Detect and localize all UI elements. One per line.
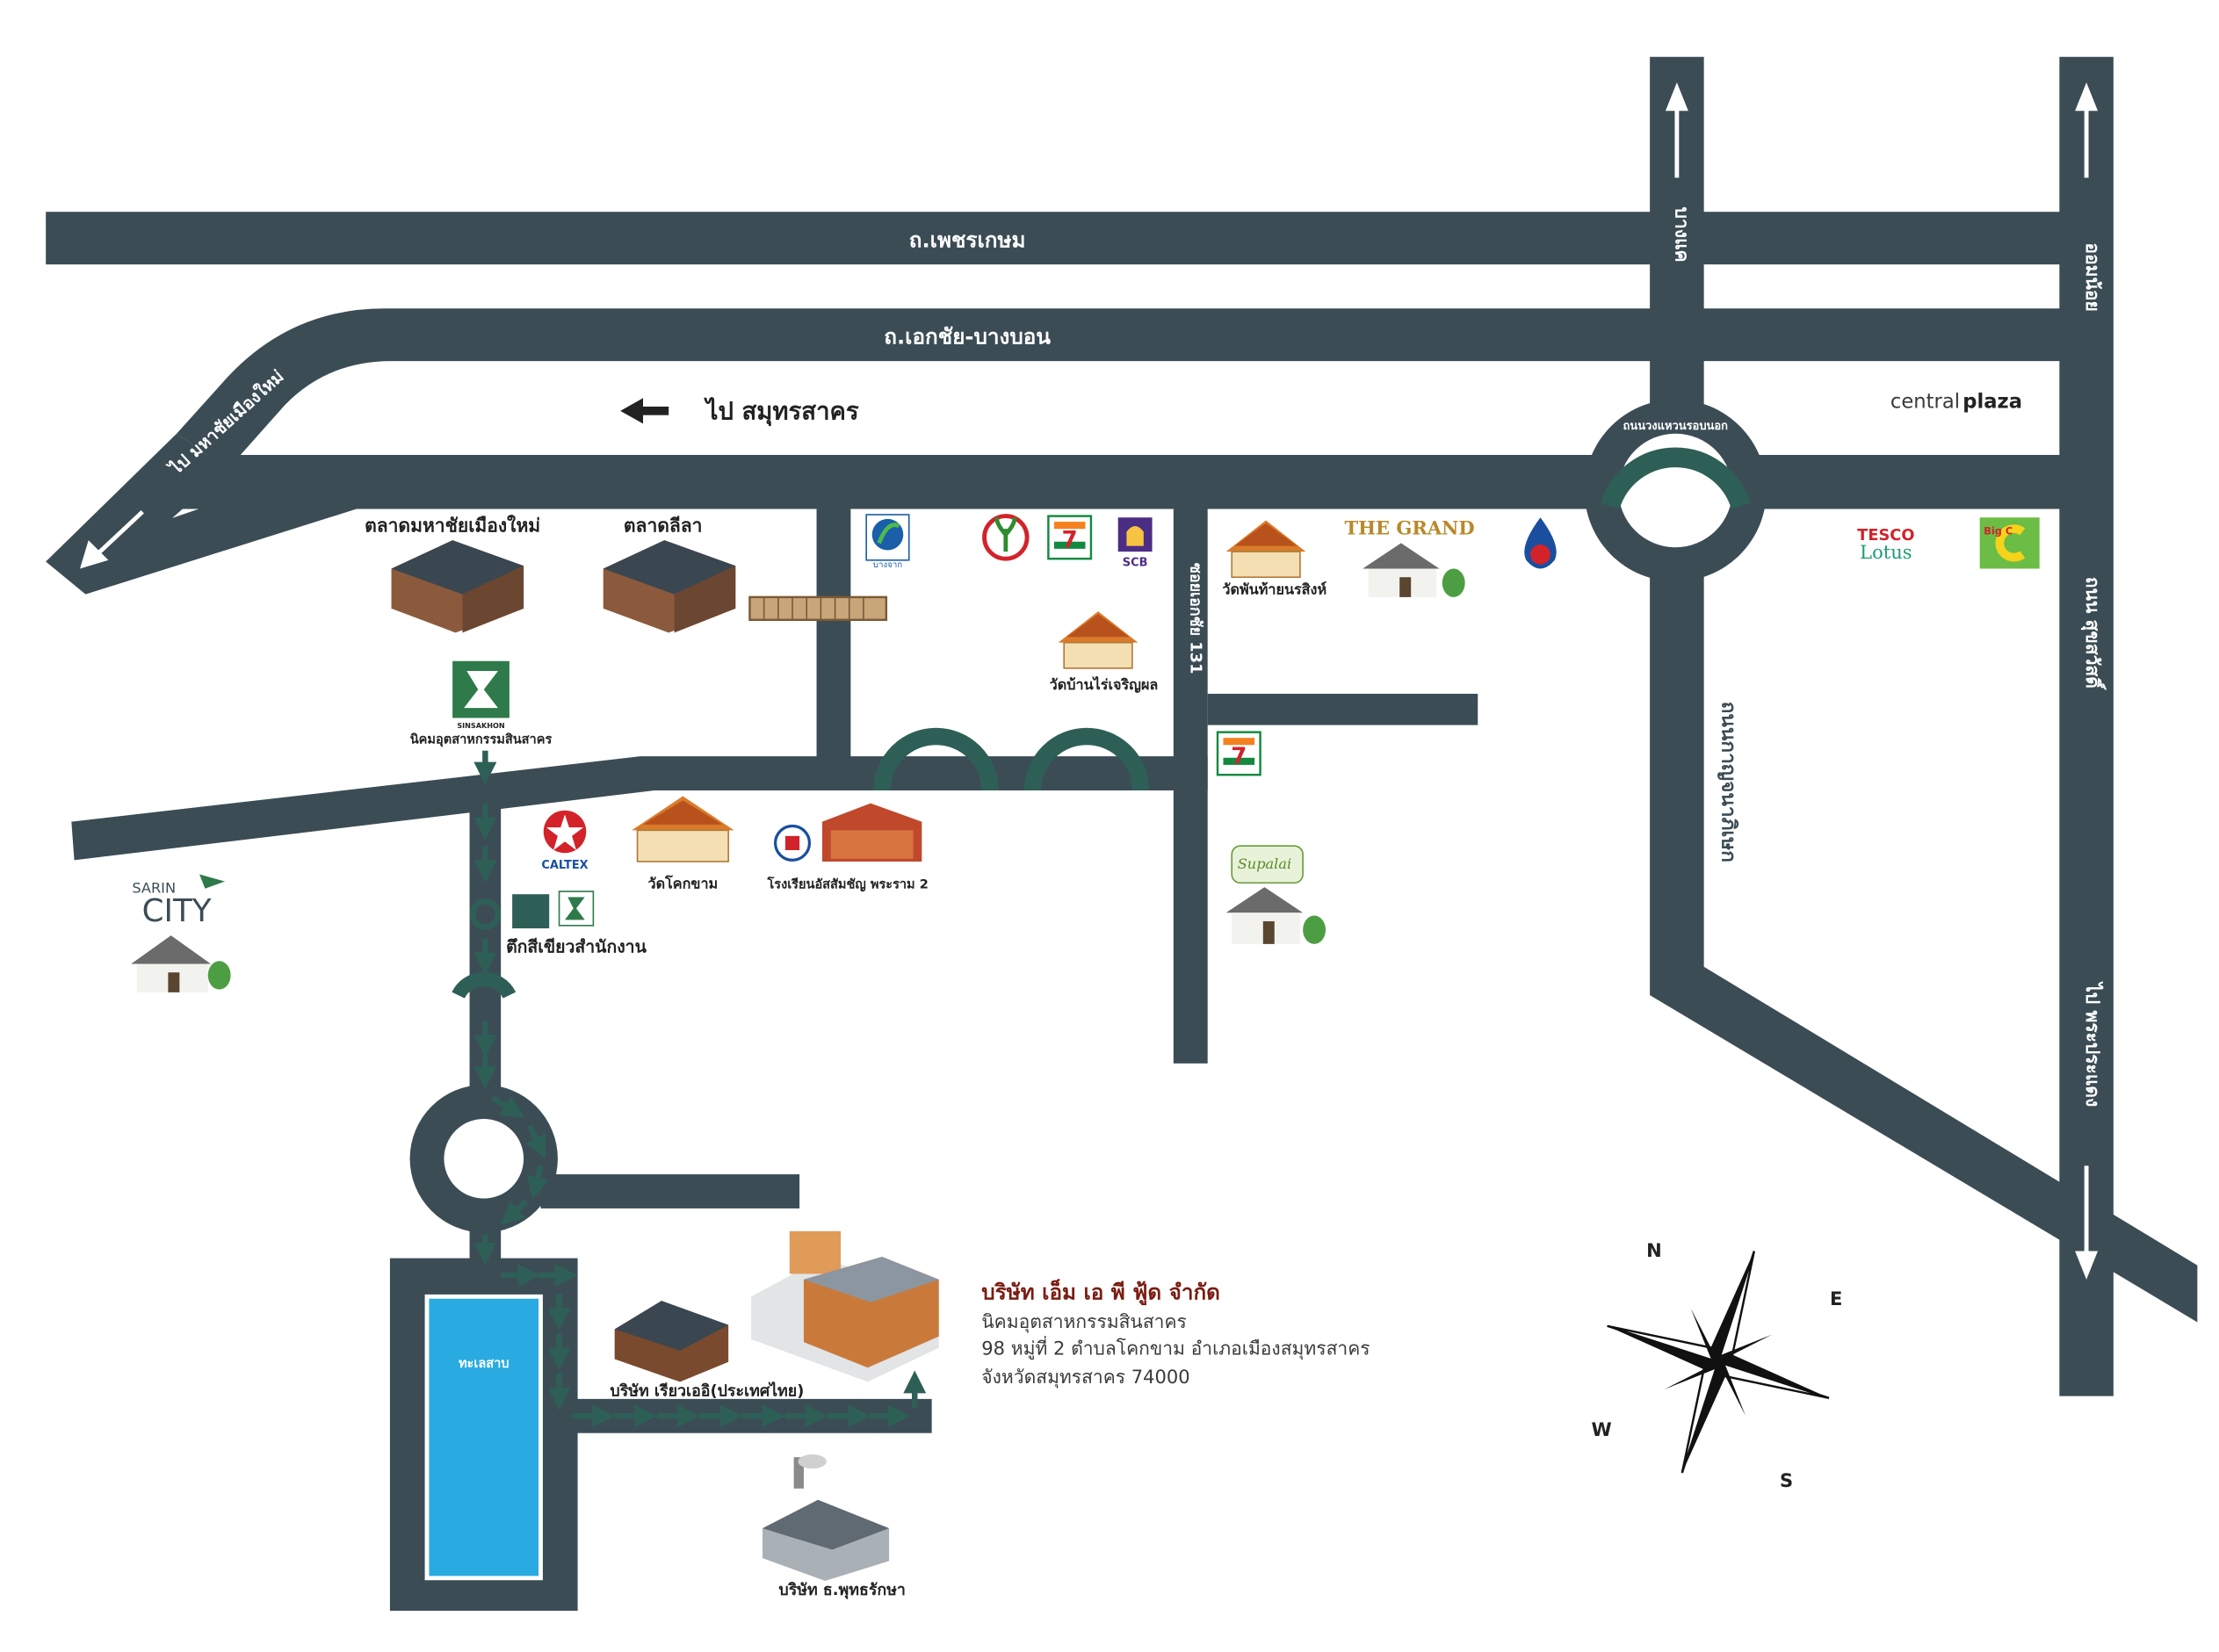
compass-e: E	[1830, 1288, 1842, 1309]
svg-text:7: 7	[1231, 743, 1247, 769]
road-label-soi-ekachai: ซอยเอกชัย 131	[1186, 563, 1204, 675]
road-label-suksawat: ถนน สุขสวัสดิ์	[2080, 577, 2107, 690]
label-scb: SCB	[1123, 556, 1148, 569]
green-building-icon	[512, 894, 550, 929]
road-label-ekachai: ถ.เอกชัย-บางบอน	[884, 324, 1051, 350]
sinsakhon-logo-text: SINSAKHON	[457, 721, 505, 730]
road-phetkasem	[46, 212, 2072, 265]
seven-eleven-logo-icon: 7	[1047, 515, 1093, 560]
label-lotus: Lotus	[1860, 541, 1912, 563]
temple-icon-2	[1058, 611, 1138, 669]
caltex-logo-icon	[543, 810, 587, 854]
compass-s: S	[1780, 1469, 1793, 1491]
label-talad-mahachai: ตลาดมหาชัยเมืองใหม่	[365, 514, 540, 536]
label-wat-banrai: วัดบ้านไร่เจริญผล	[1050, 675, 1159, 694]
label-the-grand: THE GRAND	[1345, 517, 1475, 539]
compass-rose-icon	[1607, 1251, 1830, 1474]
factory-building-icon-2	[763, 1454, 890, 1582]
road-main-ew	[170, 455, 2072, 509]
factory-building-icon	[614, 1301, 729, 1382]
road-estate-east	[540, 1174, 800, 1208]
label-caltex: CALTEX	[541, 859, 588, 872]
market-building-icon-2	[603, 540, 736, 633]
school-icon	[773, 803, 922, 862]
big-c-logo-icon	[1979, 517, 2040, 569]
label-talad-lila: ตลาดลีลา	[624, 514, 703, 536]
arrow-left-samut-sakhon-icon	[620, 398, 669, 424]
company-building-icon	[751, 1230, 939, 1382]
ptt-logo-icon	[1524, 517, 1557, 569]
road-ekachai-bangbon	[177, 308, 2072, 470]
label-supalai: Supalai	[1238, 855, 1291, 872]
lake-label: ทะเลสาบ	[459, 1356, 510, 1371]
label-sinsakhon-estate: นิคมอุตสาหกรรมสินสาคร	[410, 732, 553, 747]
label-wat-khok-kham: วัดโคกขาม	[648, 875, 719, 892]
market-building-icon	[391, 540, 524, 633]
bridge-icon	[748, 595, 888, 621]
scb-logo-icon	[1117, 517, 1153, 552]
label-riaw-ae: บริษัท เรียวเออิ(ประเทศไทย)	[610, 1381, 804, 1401]
house-icon-2	[1225, 887, 1326, 944]
road-label-phra-pradaeng: ไป พระประแดง	[2082, 981, 2104, 1107]
sinsakhon-logo-icon	[452, 660, 510, 718]
roundabout-arc-icon	[1600, 447, 1751, 509]
road-label-to-samut-sakhon: ไป สมุทรสาคร	[704, 397, 859, 427]
label-sarin: SARIN	[132, 880, 176, 897]
road-sinsakhon	[71, 756, 1208, 861]
direction-arrows	[80, 82, 2099, 1280]
company-address-line3: จังหวัดสมุทรสาคร 74000	[981, 1366, 1189, 1389]
compass-w: W	[1591, 1418, 1611, 1440]
bridge-planks	[763, 596, 864, 620]
lake	[424, 1294, 543, 1581]
house-icon-3	[131, 935, 231, 992]
label-buddha-raksa: บริษัท ธ.พุทธรักษา	[778, 1581, 906, 1599]
road-label-kanchanaphisek: ถนนกาญจนาภิเษก	[1717, 702, 1740, 862]
svg-text:7: 7	[1062, 527, 1078, 553]
ring-icon	[469, 898, 502, 930]
house-icon	[1362, 543, 1465, 597]
curve-hump-3	[452, 971, 517, 999]
label-central-plaza-b: plaza	[1962, 391, 2022, 414]
roundabout-lower-inner	[444, 1118, 524, 1199]
road-label-phetkasem: ถ.เพชรเกษม	[909, 227, 1026, 253]
label-tesco: TESCO	[1857, 526, 1914, 545]
road-soi-bangchak	[816, 509, 851, 765]
road-label-bangkhae: บางแค	[1671, 207, 1693, 263]
seven-eleven-logo-icon-2: 7	[1216, 731, 1261, 776]
temple-icon	[1225, 520, 1306, 579]
road-label-outer-ring: ถนนวงแหวนรอบนอก	[1623, 420, 1729, 433]
road-branch-east	[1207, 693, 1478, 725]
kasikorn-logo-icon	[982, 514, 1030, 561]
curve-hump-2	[1023, 727, 1150, 791]
label-central-plaza-a: central	[1890, 391, 1960, 414]
label-school: โรงเรียนอัสสัมชัญ พระราม 2	[766, 876, 928, 892]
curve-hump-1	[873, 727, 999, 791]
company-address-line2: 98 หมู่ที่ 2 ตำบลโคกขาม อำเภอเมืองสมุทรส…	[981, 1336, 1370, 1360]
label-bangchak: บางจาก	[873, 560, 902, 570]
company-name: บริษัท เอ็ม เอ พี ฟู้ด จำกัด	[981, 1279, 1220, 1306]
company-address-line1: นิคมอุตสาหกรรมสินสาคร	[981, 1310, 1187, 1333]
seven-eleven-text: 7 ELEVEN	[1056, 552, 1083, 559]
label-big-c: Big C	[1984, 525, 2013, 537]
label-city: CITY	[142, 893, 212, 929]
bangchak-logo-icon	[865, 514, 910, 561]
road-kanchanaphisek	[1650, 483, 2198, 1323]
sinsakhon-small-logo-icon	[558, 891, 595, 927]
label-green-building: ตึกสีเขียวสำนักงาน	[506, 937, 647, 957]
arrow-mahachai-icon	[95, 509, 144, 557]
sarin-leaf-icon	[199, 874, 226, 889]
route-arrows	[473, 750, 927, 1428]
road-label-om-noi: ออมน้อย	[2082, 242, 2104, 311]
label-wat-phanthai: วัดพันท้ายนรสิงห์	[1222, 581, 1326, 598]
supalai-logo-icon	[1231, 845, 1304, 884]
compass-n: N	[1646, 1239, 1662, 1261]
temple-icon-3	[632, 796, 734, 862]
